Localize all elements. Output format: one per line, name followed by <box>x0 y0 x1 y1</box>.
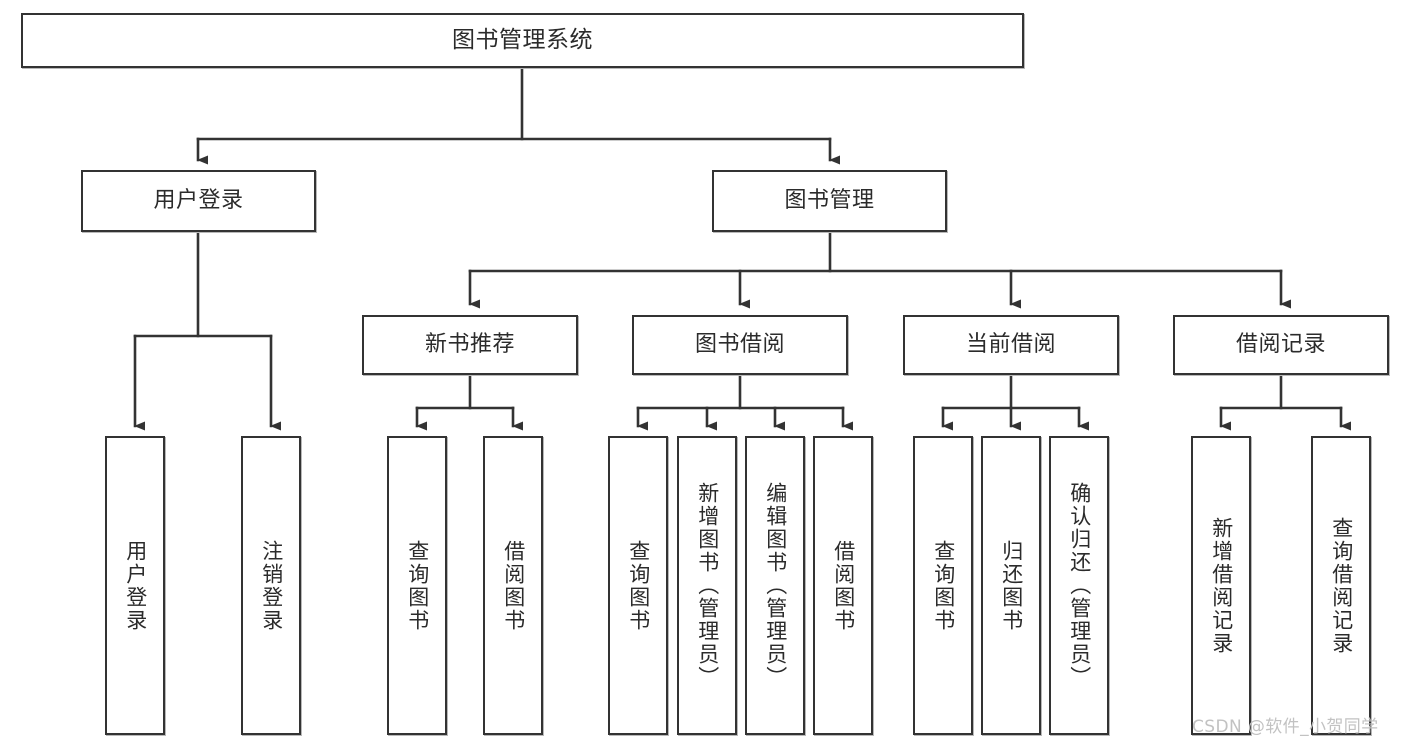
leaf-recommend-borrow-book[interactable]: 借阅图书 <box>483 436 543 735</box>
leaf-borrow-borrow-book[interactable]: 借阅图书 <box>813 436 873 735</box>
node-label: 查询图书 <box>405 539 430 632</box>
node-label: 用户登录 <box>123 539 148 632</box>
node-label: 新书推荐 <box>424 331 515 357</box>
leaf-current-query-book[interactable]: 查询图书 <box>913 436 973 735</box>
leaf-current-confirm-return-admin[interactable]: 确认归还（管理员） <box>1049 436 1109 735</box>
leaf-borrow-edit-book-admin[interactable]: 编辑图书（管理员） <box>745 436 805 735</box>
node-label: 查询图书 <box>626 539 651 632</box>
node-label: 图书管理 <box>784 187 875 213</box>
node-new-book-recommend[interactable]: 新书推荐 <box>362 315 578 375</box>
node-label: 确认归还（管理员） <box>1067 482 1092 689</box>
node-label: 注销登录 <box>259 539 284 632</box>
node-label: 当前借阅 <box>965 331 1056 357</box>
node-label: 查询图书 <box>931 539 956 632</box>
node-label: 新增借阅记录 <box>1209 516 1234 655</box>
node-label: 新增图书（管理员） <box>695 482 720 689</box>
leaf-borrow-query-book[interactable]: 查询图书 <box>608 436 668 735</box>
node-current-borrow[interactable]: 当前借阅 <box>903 315 1119 375</box>
node-label: 归还图书 <box>999 539 1024 632</box>
leaf-user-login-login[interactable]: 用户登录 <box>105 436 165 735</box>
node-book-borrow[interactable]: 图书借阅 <box>632 315 848 375</box>
node-label: 编辑图书（管理员） <box>763 482 788 689</box>
node-label: 借阅图书 <box>831 539 856 632</box>
node-user-login[interactable]: 用户登录 <box>81 170 316 232</box>
node-borrow-record[interactable]: 借阅记录 <box>1173 315 1389 375</box>
leaf-recommend-query-book[interactable]: 查询图书 <box>387 436 447 735</box>
leaf-borrow-add-book-admin[interactable]: 新增图书（管理员） <box>677 436 737 735</box>
node-label: 图书管理系统 <box>452 27 593 54</box>
leaf-current-return-book[interactable]: 归还图书 <box>981 436 1041 735</box>
node-book-management[interactable]: 图书管理 <box>712 170 947 232</box>
watermark-text: CSDN @软件_小贺同学 <box>1192 717 1379 737</box>
node-label: 借阅记录 <box>1235 331 1326 357</box>
node-label: 借阅图书 <box>501 539 526 632</box>
leaf-record-add-record[interactable]: 新增借阅记录 <box>1191 436 1251 735</box>
leaf-record-query-record[interactable]: 查询借阅记录 <box>1311 436 1371 735</box>
leaf-user-login-logout[interactable]: 注销登录 <box>241 436 301 735</box>
node-label: 用户登录 <box>153 187 244 213</box>
node-label: 图书借阅 <box>694 331 785 357</box>
node-root-system[interactable]: 图书管理系统 <box>21 13 1024 68</box>
node-label: 查询借阅记录 <box>1329 516 1354 655</box>
